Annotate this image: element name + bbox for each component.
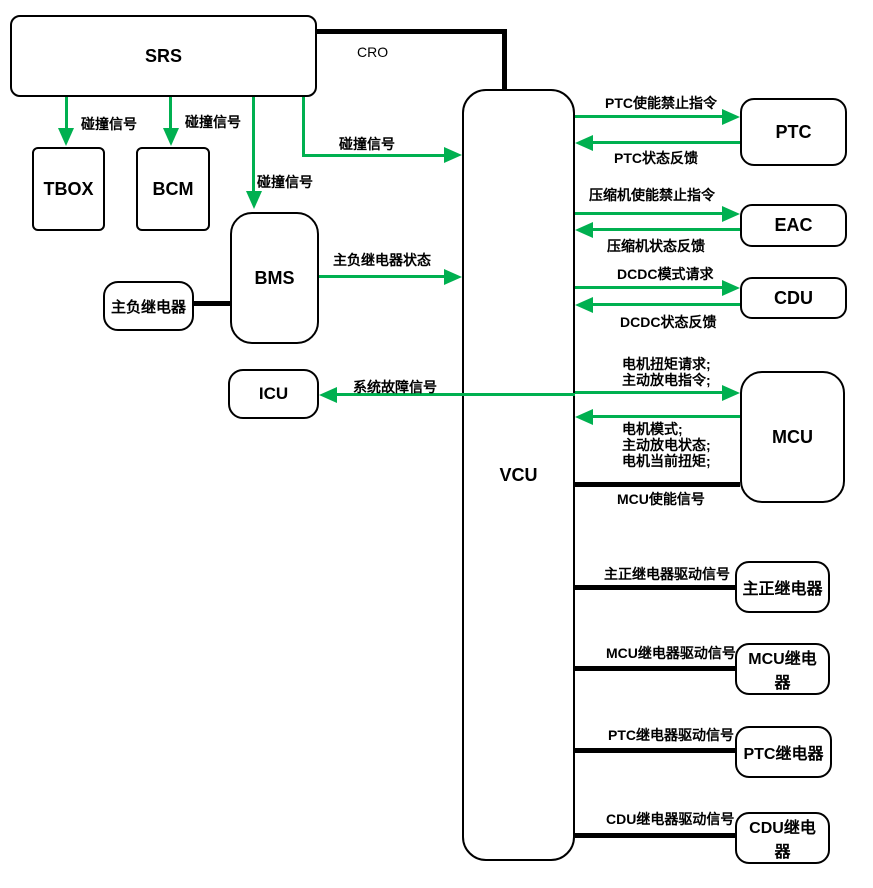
- node-bms: BMS: [230, 212, 319, 344]
- label-crash-bcm: 碰撞信号: [185, 114, 241, 130]
- label-cdu-relay-drive: CDU继电器驱动信号: [606, 811, 735, 827]
- node-ptc: PTC: [740, 98, 847, 166]
- label-main-pos-drive: 主正继电器驱动信号: [604, 566, 730, 582]
- node-mcu: MCU: [740, 371, 845, 503]
- edge-ptc-vcu-fb: [593, 141, 740, 144]
- edge-vcu-cdu-cmd: [575, 286, 722, 289]
- node-main-pos-relay-label: 主正继电器: [742, 581, 823, 598]
- node-icu: ICU: [228, 369, 319, 419]
- label-crash-bms: 碰撞信号: [257, 174, 313, 190]
- edge-vcu-ptc-cmd: [575, 115, 722, 118]
- node-srs-label: SRS: [144, 45, 182, 66]
- node-ptc-label: PTC: [775, 121, 812, 142]
- edge-srs-vcu-vertical: [302, 97, 305, 157]
- edge-vcu-mcu-cmd: [575, 391, 722, 394]
- node-vcu: VCU: [462, 89, 575, 861]
- node-eac: EAC: [740, 204, 847, 247]
- node-main-pos-relay: 主正继电器: [735, 561, 830, 613]
- arrowhead-vcu-mcu-cmd: [722, 385, 740, 401]
- arrowhead-vcu-icu: [319, 387, 337, 403]
- edge-mcu-vcu-fb: [593, 415, 740, 418]
- edge-cro-horizontal: [317, 29, 507, 34]
- arrowhead-srs-tbox: [58, 128, 74, 146]
- edge-srs-bcm: [169, 97, 172, 130]
- label-eac-cmd: 压缩机使能禁止指令: [589, 187, 715, 203]
- edge-vcu-eac-cmd: [575, 212, 722, 215]
- edge-mcu-relay-drive: [575, 666, 735, 671]
- edge-main-pos-relay-drive: [575, 585, 735, 590]
- node-cdu-relay: CDU继电器: [735, 812, 830, 864]
- label-mcu-relay-drive: MCU继电器驱动信号: [606, 645, 736, 661]
- node-ptc-relay: PTC继电器: [735, 726, 832, 778]
- node-cdu-label: CDU: [774, 287, 813, 308]
- label-mcu-cmd: 电机扭矩请求; 主动放电指令;: [622, 356, 711, 388]
- node-eac-label: EAC: [774, 215, 813, 235]
- edge-cdu-relay-drive: [575, 833, 735, 838]
- edge-ptc-relay-drive: [575, 748, 735, 753]
- label-mcu-enable: MCU使能信号: [617, 491, 705, 507]
- label-cdu-fb: DCDC状态反馈: [620, 314, 717, 330]
- arrowhead-srs-bcm: [163, 128, 179, 146]
- label-ptc-relay-drive: PTC继电器驱动信号: [608, 727, 734, 743]
- node-tbox: TBOX: [32, 147, 105, 231]
- arrowhead-ptc-vcu-fb: [575, 135, 593, 151]
- label-ptc-fb: PTC状态反馈: [614, 150, 698, 166]
- arrowhead-cdu-vcu-fb: [575, 297, 593, 313]
- node-vcu-label: VCU: [499, 464, 538, 485]
- arrowhead-bms-vcu: [444, 269, 462, 285]
- edge-mcu-enable: [575, 482, 740, 487]
- edge-vcu-icu: [337, 393, 575, 396]
- arrowhead-srs-vcu: [444, 147, 462, 163]
- label-eac-fb: 压缩机状态反馈: [607, 238, 705, 254]
- node-ptc-relay-label: PTC继电器: [743, 746, 824, 763]
- node-mcu-label: MCU: [772, 426, 813, 447]
- label-mcu-fb: 电机模式; 主动放电状态; 电机当前扭矩;: [622, 421, 711, 469]
- edge-bms-vcu: [319, 275, 444, 278]
- node-main-neg-relay: 主负继电器: [103, 281, 194, 331]
- label-ptc-cmd: PTC使能禁止指令: [605, 95, 717, 111]
- node-bcm-label: BCM: [152, 178, 194, 199]
- edge-bms-main-neg-relay: [193, 301, 231, 306]
- label-cro: CRO: [357, 44, 389, 60]
- label-cdu-cmd: DCDC模式请求: [617, 266, 714, 282]
- arrowhead-eac-vcu-fb: [575, 222, 593, 238]
- arrowhead-srs-bms: [246, 191, 262, 209]
- node-cdu: CDU: [740, 277, 847, 319]
- node-bms-label: BMS: [254, 267, 295, 288]
- label-crash-vcu: 碰撞信号: [339, 136, 395, 152]
- label-crash-tbox: 碰撞信号: [81, 116, 137, 132]
- edge-cro-vertical: [502, 29, 507, 89]
- node-main-neg-relay-label: 主负继电器: [110, 298, 186, 316]
- edge-cdu-vcu-fb: [593, 303, 740, 306]
- edge-srs-tbox: [65, 97, 68, 130]
- arrowhead-vcu-ptc-cmd: [722, 109, 740, 125]
- node-mcu-relay-label: MCU继电器: [748, 651, 817, 692]
- node-mcu-relay: MCU继电器: [735, 643, 830, 695]
- node-cdu-relay-label: CDU继电器: [749, 820, 816, 861]
- arrowhead-mcu-vcu-fb: [575, 409, 593, 425]
- label-bms-status: 主负继电器状态: [333, 252, 431, 268]
- node-icu-label: ICU: [258, 384, 289, 403]
- node-tbox-label: TBOX: [43, 178, 94, 199]
- node-bcm: BCM: [136, 147, 210, 231]
- arrowhead-vcu-eac-cmd: [722, 206, 740, 222]
- node-srs: SRS: [10, 15, 317, 97]
- edge-srs-bms: [252, 97, 255, 192]
- edge-srs-vcu-horizontal: [302, 154, 444, 157]
- edge-eac-vcu-fb: [593, 228, 740, 231]
- arrowhead-vcu-cdu-cmd: [722, 280, 740, 296]
- label-system-fault: 系统故障信号: [353, 379, 437, 395]
